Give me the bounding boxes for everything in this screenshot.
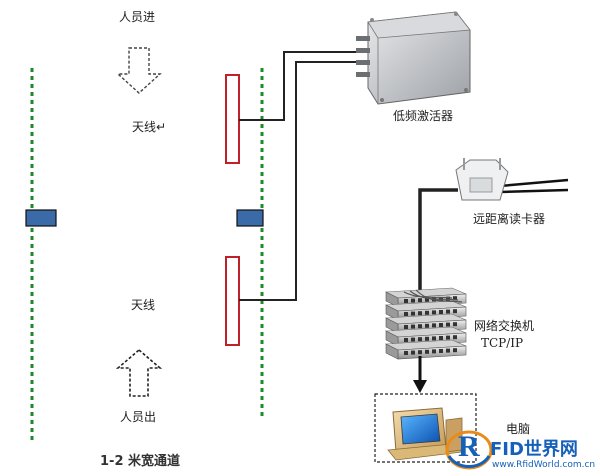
switch-port [411,337,415,342]
switch-port [453,335,457,340]
switch-port [418,350,422,355]
lf-activator-label: 低频激活器 [393,109,454,123]
exit-arrow [115,348,163,397]
switch-port [418,337,422,342]
watermark-brand: FID世界网 [490,439,578,460]
watermark-logo [445,430,493,470]
switch-port [425,323,429,328]
network-switch-stack [384,287,467,360]
switch-port [439,336,443,340]
switch-port [446,309,450,314]
watermark-url: www.RfidWorld.com.cn [492,460,596,470]
switch-port [404,338,408,342]
left-sensor [25,209,57,227]
switch-port [418,298,422,303]
switch-port [432,336,436,341]
switch-port [453,322,457,327]
switch-unit [384,339,467,360]
switch-port [404,325,408,329]
switch-port [446,296,450,301]
antenna-bottom-label: 天线 [131,298,156,312]
protocol-label: TCP/IP [481,336,524,350]
switch-port [425,336,429,341]
computer-label: 电脑 [506,422,531,436]
entry-arrow [116,47,162,94]
reader-to-switch-cable [418,188,458,292]
right-sensor [236,209,264,227]
switch-port [453,309,457,314]
computer-enclosure [374,393,477,463]
bottom-antenna [225,256,240,346]
switch-port [418,324,422,329]
switch-label: 网络交换机 [474,319,535,333]
switch-port [439,310,443,314]
switch-port [446,348,450,353]
patch-cables [403,289,463,303]
switch-port [432,349,436,354]
switch-port [411,311,415,316]
antenna-top-label: 天线↵ [132,120,167,134]
switch-port [425,349,429,354]
antenna-cables [239,51,372,301]
switch-port [411,350,415,355]
switch-port [446,322,450,327]
watermark-letter: R [458,430,480,463]
switch-port [453,348,457,353]
switch-port [425,297,429,302]
channel-width-label: 1-2 米宽通道 [100,454,181,469]
switch-port [404,299,408,303]
reader-label: 远距离读卡器 [473,212,546,226]
switch-port [439,323,443,327]
top-antenna [225,74,240,164]
switch-to-computer-arrow [413,356,427,393]
computer-device [387,407,463,461]
people-in-label: 人员进 [119,10,156,24]
switch-port [411,298,415,303]
switch-port [432,323,436,328]
switch-port [404,351,408,355]
switch-port [432,310,436,315]
switch-port [439,349,443,353]
lf-activator-device [356,11,471,105]
people-out-label: 人员出 [120,410,157,424]
switch-port [446,335,450,340]
switch-port [425,310,429,315]
reader-device [455,158,569,201]
switch-port [453,296,457,301]
switch-port [404,312,408,316]
switch-port [411,324,415,329]
switch-port [418,311,422,316]
